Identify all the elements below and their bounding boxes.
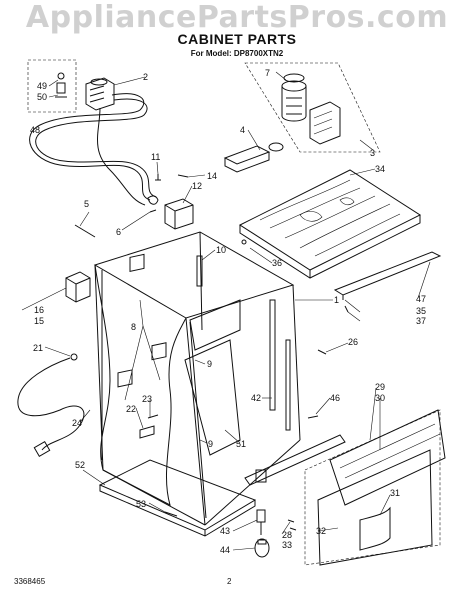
callout-9b: 9 bbox=[208, 439, 213, 449]
clamp-part-6 bbox=[147, 195, 159, 213]
callout-22: 22 bbox=[126, 404, 136, 414]
callout-32: 32 bbox=[316, 526, 326, 536]
countertop-screw-part bbox=[241, 239, 247, 245]
callout-12: 12 bbox=[192, 181, 202, 191]
base-pan-part-52 bbox=[98, 459, 257, 537]
callout-51: 51 bbox=[236, 439, 246, 449]
callout-5: 5 bbox=[84, 199, 89, 209]
screw-part-11 bbox=[155, 174, 161, 181]
screws-part-28-33 bbox=[287, 519, 297, 531]
pump-bracket-part bbox=[309, 101, 341, 145]
inset-box-48 bbox=[27, 59, 77, 113]
callout-24: 24 bbox=[72, 418, 82, 428]
callout-8: 8 bbox=[131, 322, 136, 332]
screw-part-46 bbox=[307, 415, 319, 419]
callout-16: 16 bbox=[34, 305, 44, 315]
callout-29: 29 bbox=[375, 382, 385, 392]
callout-36: 36 bbox=[272, 258, 282, 268]
page-number: 2 bbox=[227, 577, 232, 586]
caster-part-44 bbox=[254, 538, 270, 558]
callout-34: 34 bbox=[375, 164, 385, 174]
screw-part-53 bbox=[164, 511, 178, 517]
callout-6: 6 bbox=[116, 227, 121, 237]
callout-10: 10 bbox=[216, 245, 226, 255]
callout-2: 2 bbox=[143, 72, 148, 82]
left-side-panel bbox=[94, 264, 187, 506]
leveling-leg-part-43 bbox=[256, 509, 266, 535]
insulation-pads-part-8 bbox=[117, 253, 167, 388]
cabinet-frame bbox=[93, 231, 301, 526]
callout-3: 3 bbox=[370, 148, 375, 158]
callout-21: 21 bbox=[33, 343, 43, 353]
callout-14: 14 bbox=[207, 171, 217, 181]
callout-31: 31 bbox=[390, 488, 400, 498]
callout-48: 48 bbox=[30, 125, 40, 135]
callout-9a: 9 bbox=[207, 359, 212, 369]
latch-part-32 bbox=[359, 506, 391, 551]
fill-valve-part-2 bbox=[85, 77, 115, 111]
access-panel-part-31 bbox=[317, 449, 433, 566]
callout-43: 43 bbox=[220, 526, 230, 536]
fitting-part-49-50 bbox=[55, 72, 67, 98]
clip-part-26 bbox=[317, 349, 327, 355]
side-rail-part-42 bbox=[269, 299, 291, 431]
junction-box-part-16 bbox=[65, 271, 91, 303]
callout-52: 52 bbox=[75, 460, 85, 470]
callout-30: 30 bbox=[375, 393, 385, 403]
callout-28: 28 bbox=[282, 530, 292, 540]
diagram-title: CABINET PARTS bbox=[177, 31, 297, 47]
pump-motor-part-7 bbox=[281, 73, 307, 122]
callout-15: 15 bbox=[34, 316, 44, 326]
callout-4: 4 bbox=[240, 125, 245, 135]
drain-hose bbox=[97, 107, 146, 206]
callout-11: 11 bbox=[151, 152, 160, 162]
callout-47: 47 bbox=[416, 294, 426, 304]
callout-42: 42 bbox=[251, 393, 261, 403]
screw-part-37 bbox=[344, 305, 349, 313]
terminal-block-part-12 bbox=[164, 198, 194, 230]
leader-lines bbox=[21, 71, 431, 551]
callout-49: 49 bbox=[37, 81, 47, 91]
countertop-part-34 bbox=[238, 169, 422, 279]
callout-53: 53 bbox=[136, 499, 146, 509]
callout-26: 26 bbox=[348, 337, 358, 347]
inlet-hose-edge bbox=[35, 98, 157, 198]
callout-1: 1 bbox=[334, 295, 339, 305]
rear-panel bbox=[184, 299, 241, 456]
inset-box-29 bbox=[304, 409, 441, 566]
inlet-hose bbox=[29, 93, 151, 201]
callout-33: 33 bbox=[282, 540, 292, 550]
callout-50: 50 bbox=[37, 92, 47, 102]
inset-box-3 bbox=[244, 62, 381, 153]
screw-part-23 bbox=[147, 414, 159, 419]
side-bracket-part-10 bbox=[196, 255, 203, 287]
model-number: For Model: DP8700XTN2 bbox=[190, 49, 284, 58]
coupling-part-4 bbox=[223, 142, 284, 173]
lower-panel-part-30 bbox=[329, 409, 446, 506]
front-rail bbox=[244, 434, 346, 486]
callout-35: 35 bbox=[416, 306, 426, 316]
callout-44: 44 bbox=[220, 545, 230, 555]
cable-tie-part-5 bbox=[74, 224, 96, 238]
callout-37: 37 bbox=[416, 316, 426, 326]
watermark: AppliancePartsPros.com bbox=[25, 0, 449, 35]
callout-7: 7 bbox=[265, 68, 270, 78]
document-code: 3368465 bbox=[14, 577, 46, 586]
callout-23: 23 bbox=[142, 394, 152, 404]
callout-46: 46 bbox=[330, 393, 340, 403]
trim-strip-part-35 bbox=[333, 251, 442, 300]
screw-part-14 bbox=[177, 174, 189, 178]
bracket-part-22 bbox=[139, 425, 155, 439]
power-cord-part-24 bbox=[17, 353, 85, 458]
